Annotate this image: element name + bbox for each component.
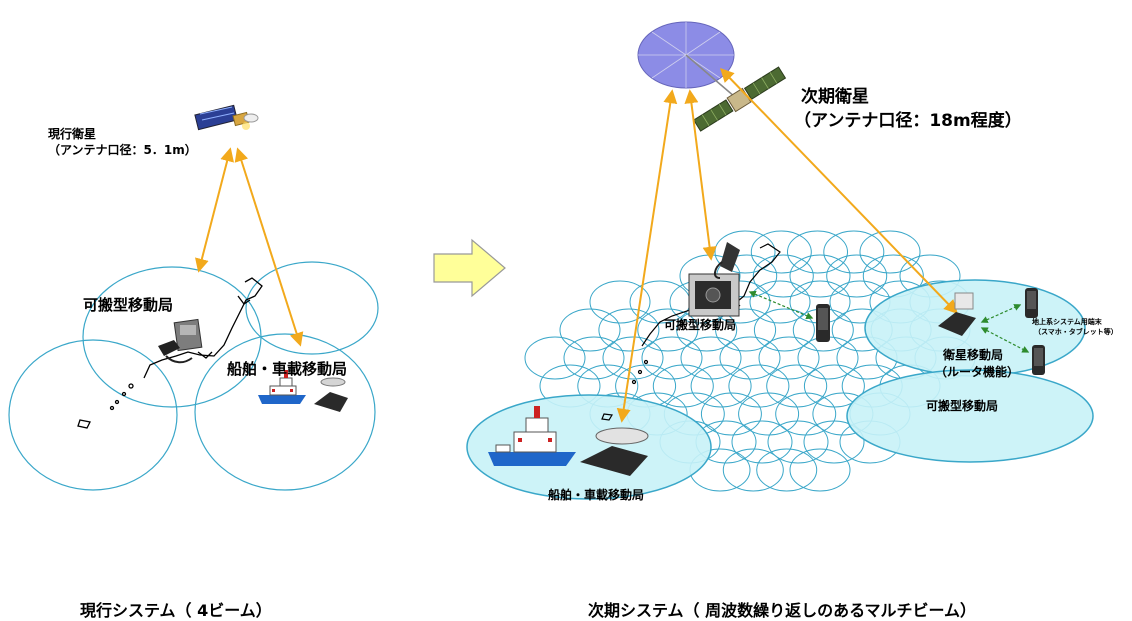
left-beam-4	[194, 333, 376, 491]
beam-cell-16	[749, 280, 811, 324]
right-portable-station-beam-label: 可搬型移動局	[926, 399, 999, 413]
satellite-mobile-station-icon	[938, 292, 976, 336]
left-beam-2	[245, 261, 379, 355]
beam-cell-68	[756, 448, 818, 492]
right-link-arrows	[616, 67, 958, 423]
beam-cell-69	[789, 448, 851, 492]
link-arrow-portable	[195, 147, 234, 273]
beam-cell-55	[700, 392, 762, 436]
next-system-caption: 次期システム（ 周波数繰り返しのあるマルチビーム）	[588, 601, 976, 620]
beam-cell-64	[803, 420, 865, 464]
next-satellite-antenna: （アンテナ口径：18m程度）	[794, 111, 1022, 131]
link-arrow-ship	[234, 147, 304, 347]
beam-cell-12	[589, 280, 651, 324]
terrestrial-terminal-label: 地上系システム用端末	[1032, 318, 1102, 326]
link-arrow-satellite-station	[720, 67, 958, 315]
beam-portable-station	[846, 369, 1094, 463]
satellite-mobile-station-label: 衛星移動局	[943, 348, 1004, 362]
beam-cell-21	[559, 308, 621, 352]
beam-cell-31	[524, 336, 586, 380]
left-vehicle-terminal-icon	[314, 377, 348, 412]
wireless-link-portable	[748, 290, 814, 320]
beam-cell-7	[752, 254, 814, 298]
current-satellite-antenna: （アンテナ口径：5．1m）	[48, 143, 197, 157]
beam-cell-22	[598, 308, 660, 352]
beam-cell-2	[787, 230, 848, 274]
right-ship-icon	[488, 406, 576, 466]
left-beams	[8, 261, 379, 491]
beam-cell-47	[728, 364, 790, 408]
right-vehicle-terminal-icon	[580, 427, 649, 476]
beam-cell-36	[719, 336, 781, 380]
right-ship-vehicle-station-label: 船舶・車載移動局	[548, 488, 645, 502]
left-ship-vehicle-station-label: 船舶・車載移動局	[227, 360, 348, 378]
beam-cell-1	[750, 230, 812, 274]
terrestrial-terminal-icons	[1025, 288, 1045, 375]
left-portable-station-label: 可搬型移動局	[83, 296, 174, 314]
link-arrow-ship-vehicle	[616, 89, 678, 423]
beam-cell-48	[766, 364, 828, 408]
terrestrial-terminal-sub-label: （スマホ・タブレット等）	[1034, 328, 1118, 336]
left-portable-device-icon	[158, 318, 203, 364]
right-portable-station-map-label: 可搬型移動局	[664, 318, 737, 332]
beam-cell-9	[826, 254, 888, 298]
wireless-links-terminals	[980, 304, 1030, 353]
beam-cell-3	[823, 230, 885, 274]
beam-cell-37	[758, 336, 820, 380]
beam-cell-56	[738, 392, 800, 436]
beam-cell-35	[680, 336, 742, 380]
beam-cell-67	[722, 448, 784, 492]
current-system-caption: 現行システム（ 4ビーム）	[80, 601, 272, 620]
next-satellite-title: 次期衛星	[801, 87, 869, 107]
left-link-arrows	[195, 147, 304, 347]
beam-cell-46	[690, 364, 752, 408]
beam-cell-62	[731, 420, 793, 464]
transition-arrow	[433, 238, 506, 298]
next-satellite-reflector-icon	[637, 21, 736, 98]
left-ship-icon	[258, 370, 306, 404]
router-function-label: （ルータ機能）	[935, 365, 1020, 379]
right-portable-phone-icon	[816, 304, 830, 342]
beam-cell-45	[652, 364, 714, 408]
current-satellite-title: 現行衛星	[48, 127, 97, 141]
beam-cell-34	[641, 336, 703, 380]
left-beam-1	[82, 266, 262, 408]
right-portable-device-icon	[688, 242, 740, 317]
beam-cell-8	[789, 254, 851, 298]
current-satellite-icon	[194, 104, 259, 131]
highlighted-beams	[466, 279, 1094, 500]
link-arrow-portable-map	[684, 89, 717, 261]
beam-cell-63	[767, 420, 829, 464]
left-beam-3	[8, 339, 178, 491]
